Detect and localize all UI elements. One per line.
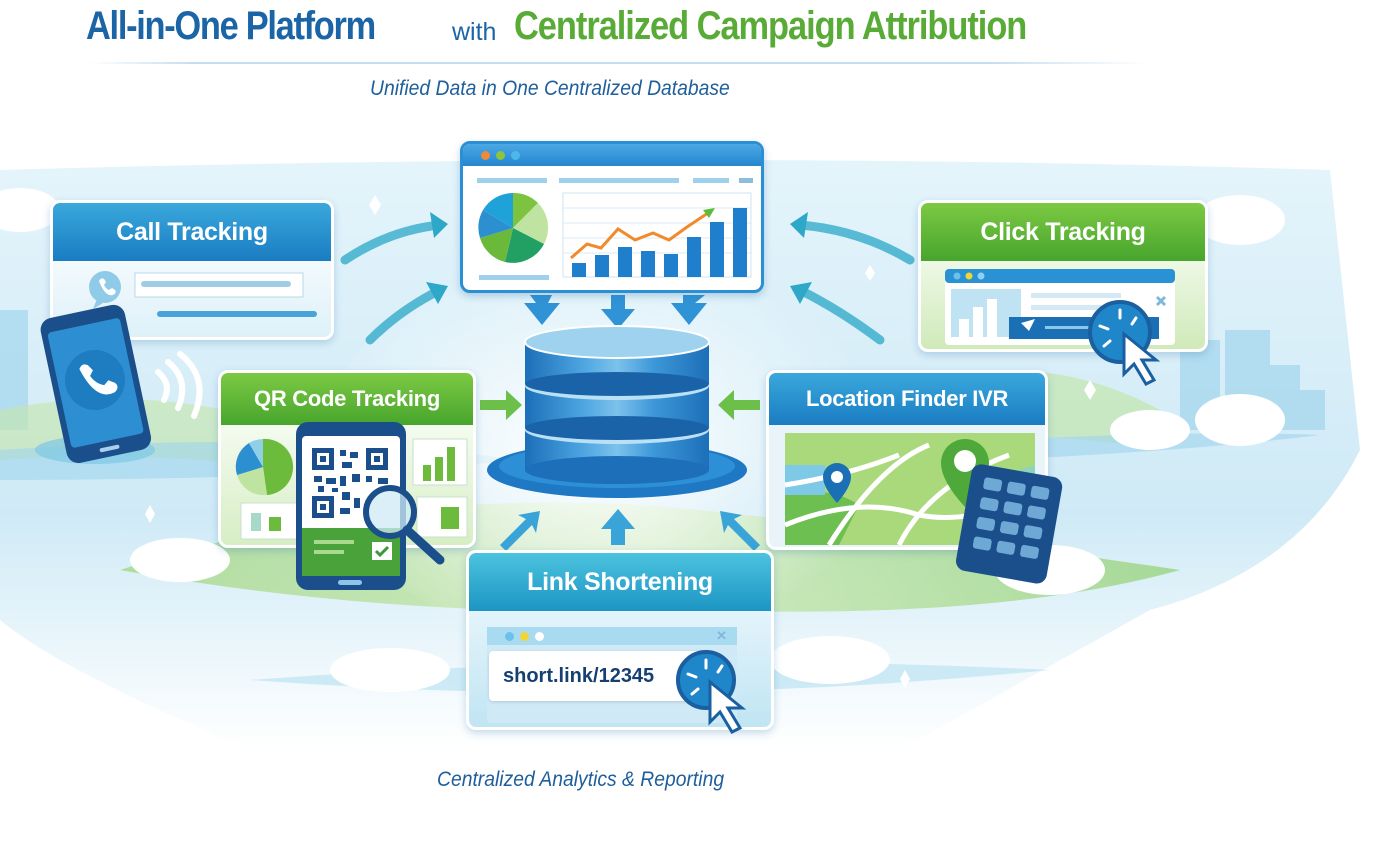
panel-title: Call Tracking — [116, 217, 268, 246]
close-icon[interactable]: ✕ — [716, 628, 727, 643]
panel-header: Call Tracking — [53, 203, 331, 261]
magnifier-icon — [363, 485, 445, 565]
qr-dashboard-charts — [235, 438, 468, 540]
phone-bubble-icon — [89, 271, 317, 317]
panel-header: Link Shortening — [469, 553, 771, 611]
signal-waves-icon — [155, 351, 203, 419]
smartphone-icon — [35, 304, 203, 464]
bar-chart-icon — [412, 438, 468, 538]
browser-titlebar: ✕ — [487, 627, 737, 645]
short-link-value: short.link/12345 — [503, 664, 655, 687]
pie-chart-icon — [478, 192, 549, 263]
click-cursor-icon — [676, 650, 747, 734]
dashboard-titlebar — [463, 144, 761, 166]
panel-header: QR Code Tracking — [221, 373, 473, 425]
analytics-dashboard — [460, 141, 764, 293]
panel-header: Location Finder IVR — [769, 373, 1045, 425]
panel-title: QR Code Tracking — [254, 386, 440, 411]
panel-link-shortening[interactable]: Link Shortening ✕ short.link/12345 — [466, 550, 774, 730]
window-dot-blue-icon — [511, 150, 520, 160]
database-icon — [487, 325, 747, 498]
map-pin-icon — [823, 463, 851, 503]
panel-body: ✕ short.link/12345 — [469, 611, 771, 727]
window-dot-blue-icon — [505, 631, 514, 641]
click-cursor-icon — [1088, 300, 1161, 386]
title-attribution: Centralized Campaign Attribution — [514, 4, 1027, 48]
window-dot-green-icon — [496, 150, 505, 160]
footer-caption: Centralized Analytics & Reporting — [437, 768, 725, 791]
panel-header: Click Tracking — [921, 203, 1205, 261]
dashboard-charts — [477, 178, 753, 280]
qr-code-icon — [312, 448, 388, 518]
panel-title: Location Finder IVR — [805, 386, 1009, 411]
keypad-icon — [941, 439, 1063, 584]
bar-chart-icon — [562, 192, 752, 278]
subtitle: Unified Data in One Centralized Database — [370, 77, 730, 100]
qr-phone-icon — [296, 422, 445, 590]
title-platform: All-in-One Platform — [86, 4, 376, 48]
window-dot-yellow-icon — [520, 631, 529, 641]
panel-title: Link Shortening — [527, 567, 713, 596]
short-link-field[interactable]: short.link/12345 — [489, 651, 709, 701]
title-connector: with — [452, 18, 497, 46]
window-dot-white-icon — [535, 631, 544, 641]
title-divider — [88, 62, 1148, 64]
panel-title: Click Tracking — [980, 217, 1146, 246]
pie-chart-icon — [235, 438, 294, 496]
page-title: All-in-One Platform with Centralized Cam… — [86, 4, 1027, 49]
window-dot-orange-icon — [481, 150, 490, 160]
